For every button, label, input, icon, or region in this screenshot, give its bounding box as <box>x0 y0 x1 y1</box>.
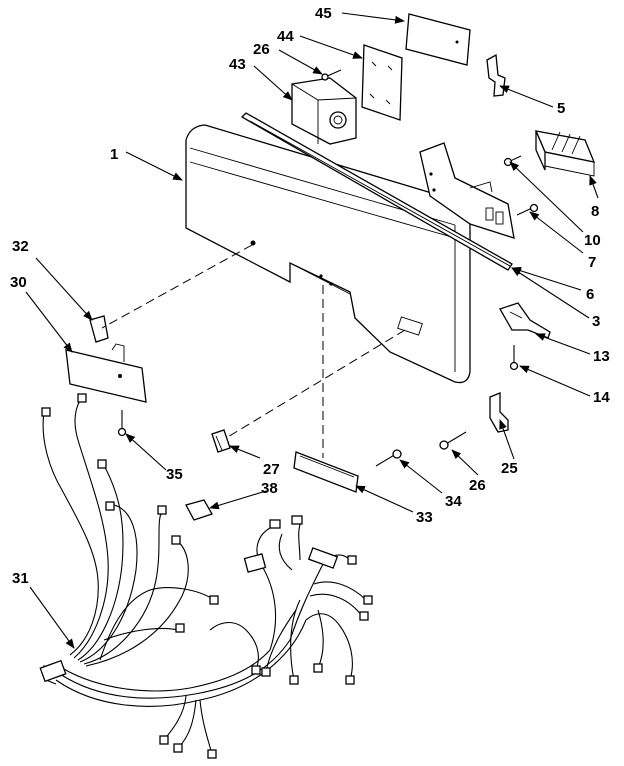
callout-31: 34 <box>445 493 462 510</box>
callout-labels: 45 44 26 43 5 1 8 10 7 6 3 13 14 25 26 3… <box>10 5 610 587</box>
screw-31 <box>375 449 402 467</box>
callout-35: 31 <box>12 570 29 587</box>
callout-38: 32 <box>12 238 29 255</box>
access-plate <box>293 451 359 493</box>
callout-43: 45 <box>315 5 332 22</box>
trim-strips <box>240 112 513 271</box>
insulation-panel <box>405 13 471 66</box>
harness-connectors <box>39 393 373 759</box>
callout-7: 7 <box>588 254 596 271</box>
callout-26-top: 26 <box>253 41 270 58</box>
callout-3: 3 <box>592 313 600 330</box>
sensor-13 <box>499 302 551 339</box>
screw-10 <box>516 203 539 216</box>
screw-26-top <box>321 69 342 81</box>
clip-5 <box>486 53 506 97</box>
wire-harness <box>42 397 367 755</box>
timer <box>291 77 357 145</box>
callout-8: 8 <box>591 203 599 220</box>
callout-34: 38 <box>261 480 278 497</box>
callout-30: 33 <box>416 509 433 526</box>
screw-33 <box>117 410 127 437</box>
screw-26-lower <box>439 431 467 450</box>
callout-13: 13 <box>593 348 610 365</box>
clip-34 <box>185 499 213 521</box>
bracket-25 <box>489 392 509 433</box>
leader-arrows <box>25 12 599 649</box>
callout-14: 14 <box>593 389 610 406</box>
callout-6: 6 <box>586 286 594 303</box>
callout-5: 5 <box>557 100 565 117</box>
callout-45: 44 <box>277 28 294 45</box>
callout-33: 35 <box>166 466 183 483</box>
callout-44: 43 <box>229 56 246 73</box>
callout-26-lower: 26 <box>469 477 486 494</box>
screw-14 <box>509 345 519 371</box>
callout-32: 30 <box>10 274 27 291</box>
callout-25: 25 <box>501 460 518 477</box>
clip-38 <box>89 315 109 343</box>
mounting-plate <box>361 44 403 121</box>
switch-assembly <box>534 130 596 177</box>
housing-32 <box>65 343 147 403</box>
button-27 <box>211 429 231 453</box>
alignment-lines <box>101 244 406 458</box>
control-bracket <box>419 142 515 239</box>
callout-1: 1 <box>110 146 118 163</box>
callout-10: 10 <box>584 232 601 249</box>
callout-27: 27 <box>263 461 280 478</box>
